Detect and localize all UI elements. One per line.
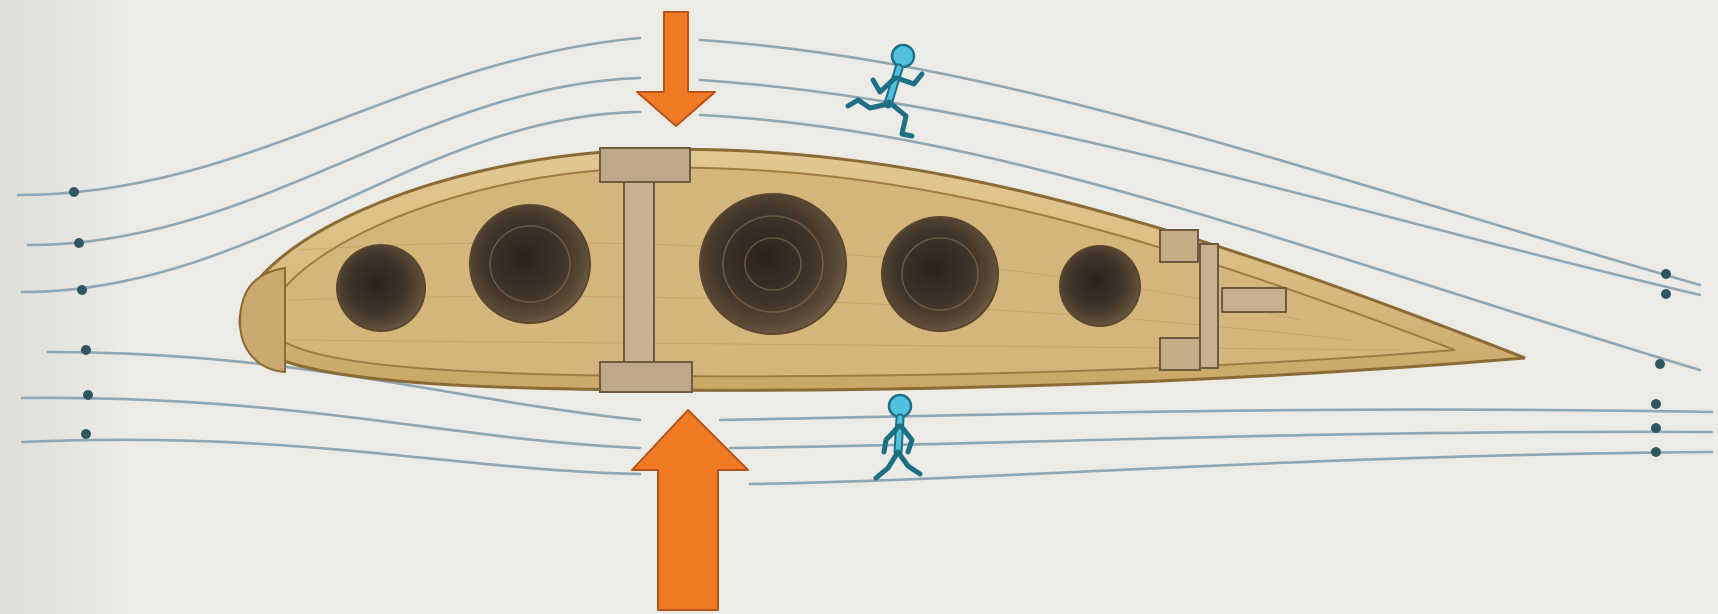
streamline-upper-1: [16, 36, 642, 197]
up-arrow: [631, 409, 749, 611]
airflow-streamlines: [16, 36, 1714, 486]
streamline-lower-2: [20, 396, 642, 450]
streamline-upper-3b: [698, 113, 1702, 372]
rear-spar: [1159, 229, 1287, 371]
lightening-hole: [699, 193, 847, 335]
bead: [1655, 359, 1665, 369]
bead: [1661, 289, 1671, 299]
streamline-lower-1b: [718, 408, 1714, 422]
hole-rings: [489, 215, 979, 313]
down-arrow: [636, 11, 716, 127]
streamline-upper-1b: [698, 38, 1702, 287]
lightening-hole: [469, 204, 591, 324]
streamline-lower-3b: [748, 450, 1714, 486]
main-spar: [599, 147, 693, 393]
bead: [1651, 447, 1661, 457]
lightening-hole: [881, 216, 999, 332]
streamline-beads: [69, 187, 1671, 457]
lightening-holes: [336, 193, 1141, 335]
bead: [1651, 399, 1661, 409]
bead: [74, 238, 84, 248]
bead: [77, 285, 87, 295]
lightening-hole: [1059, 245, 1141, 327]
paper-left-edge: [0, 0, 130, 614]
leading-edge-block: [238, 266, 286, 374]
bead: [83, 390, 93, 400]
bead: [69, 187, 79, 197]
bead: [1651, 423, 1661, 433]
streamline-lower-3: [20, 438, 642, 476]
streamline-lower-2b: [728, 430, 1714, 450]
streamline-upper-3: [20, 110, 642, 294]
streamline-upper-2b: [698, 78, 1702, 297]
bead: [81, 429, 91, 439]
lightening-hole: [336, 244, 426, 332]
running-figure-icon: [845, 43, 925, 139]
walking-figure-icon: [873, 393, 923, 481]
bead: [81, 345, 91, 355]
bead: [1661, 269, 1671, 279]
wing-cross-section: [238, 147, 1526, 393]
streamline-upper-2: [26, 76, 642, 247]
